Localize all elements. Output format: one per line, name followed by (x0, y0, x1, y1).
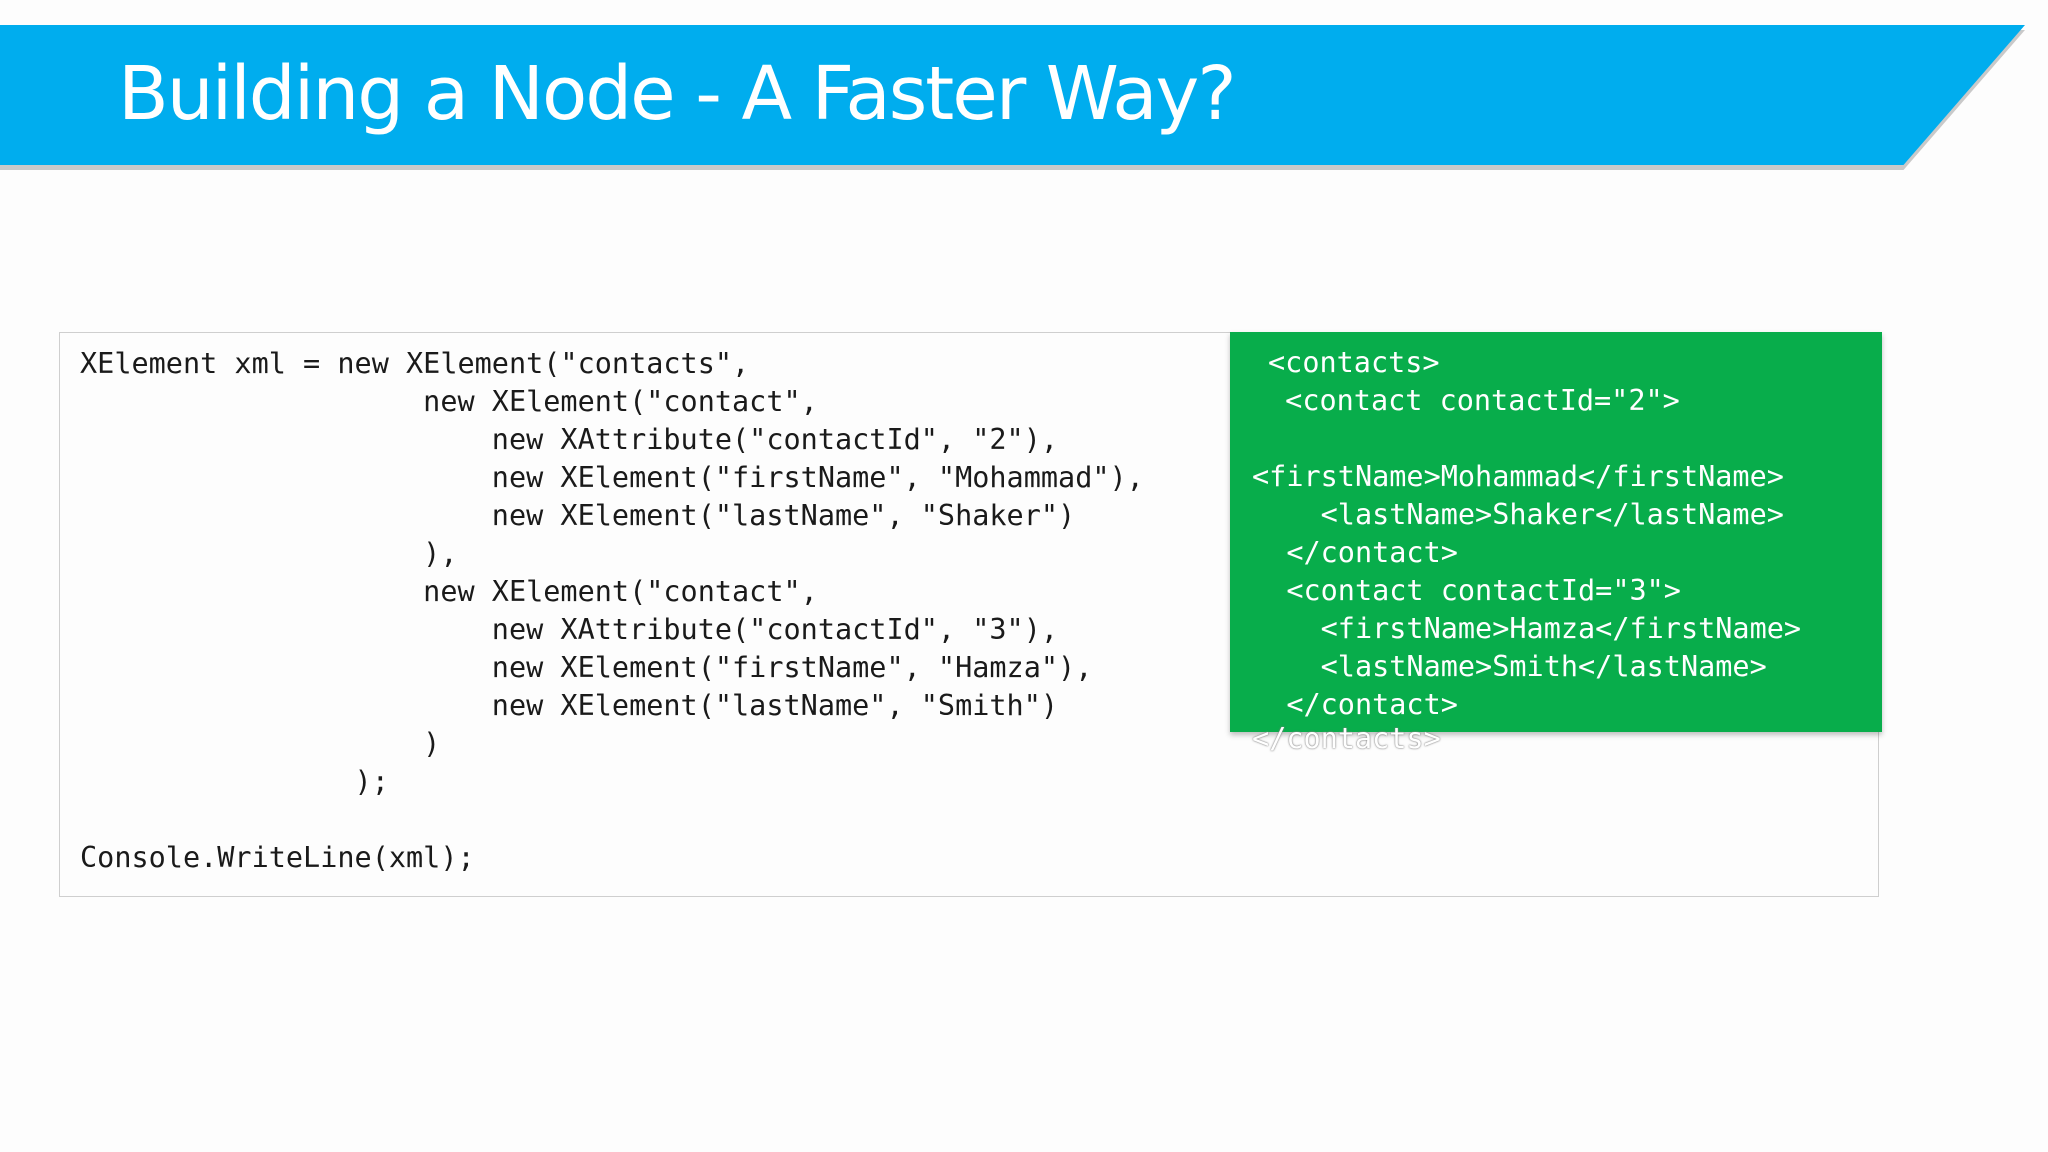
title-bar (0, 25, 2025, 165)
code-line: ) (80, 727, 441, 760)
code-line: XElement xml = new XElement("contacts", (80, 347, 750, 380)
output-overflow-line: </contacts> (1252, 722, 1441, 755)
output-line: <firstName>Mohammad</firstName> (1252, 460, 1784, 493)
output-line: <lastName>Shaker</lastName> (1252, 498, 1784, 531)
code-line: new XAttribute("contactId", "2"), (80, 423, 1059, 456)
output-line: <contact contactId="3"> (1252, 574, 1681, 607)
slide-title: Building a Node - A Faster Way? (118, 51, 1237, 137)
code-line: ), (80, 537, 458, 570)
code-line: new XElement("contact", (80, 575, 818, 608)
code-line: ); (80, 765, 389, 798)
output-line: <contacts> (1268, 346, 1440, 379)
output-line: <lastName>Smith</lastName> (1252, 650, 1767, 683)
output-line: <contact contactId="2"> (1268, 384, 1680, 417)
code-line: Console.WriteLine(xml); (80, 841, 475, 874)
output-line: </contact> (1252, 688, 1458, 721)
code-line: new XElement("lastName", "Shaker") (80, 499, 1076, 532)
code-line: new XAttribute("contactId", "3"), (80, 613, 1059, 646)
output-line: <firstName>Hamza</firstName> (1252, 612, 1802, 645)
code-line: new XElement("firstName", "Hamza"), (80, 651, 1093, 684)
code-line: new XElement("firstName", "Mohammad"), (80, 461, 1144, 494)
xml-output-panel: <contacts> <contact contactId="2"> <firs… (1230, 332, 1882, 732)
output-line: </contact> (1252, 536, 1458, 569)
code-line: new XElement("contact", (80, 385, 818, 418)
code-line: new XElement("lastName", "Smith") (80, 689, 1059, 722)
